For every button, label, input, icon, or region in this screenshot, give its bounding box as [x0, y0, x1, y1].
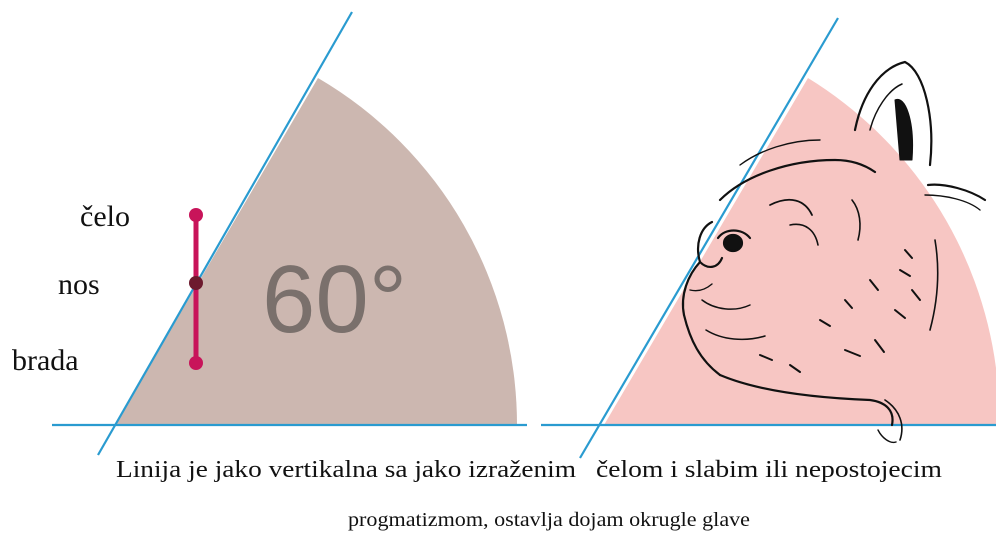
caption-line2: progmatizmom, ostavlja dojam okrugle gla…	[348, 509, 750, 531]
forehead-point	[189, 208, 203, 222]
right-panel	[541, 17, 996, 459]
chin-label: brada	[12, 344, 79, 377]
angle-label: 60°	[262, 246, 407, 353]
nose-label: nos	[58, 268, 100, 301]
caption-line1-part2: čelom i slabim ili nepostojecim	[596, 457, 942, 483]
right-profile-line	[579, 17, 839, 459]
left-profile-line	[97, 11, 353, 456]
right-angle-sector	[604, 78, 996, 425]
left-angle-sector	[115, 78, 517, 425]
forehead-label: čelo	[80, 200, 130, 233]
french-bulldog-head-sketch	[681, 60, 987, 444]
chin-point	[189, 356, 203, 370]
caption-line1-part1: Linija je jako vertikalna sa jako izraže…	[116, 457, 576, 483]
face-marker	[189, 208, 203, 370]
left-panel: 60° čelo nos brada	[12, 11, 527, 456]
nose-point	[189, 276, 203, 290]
